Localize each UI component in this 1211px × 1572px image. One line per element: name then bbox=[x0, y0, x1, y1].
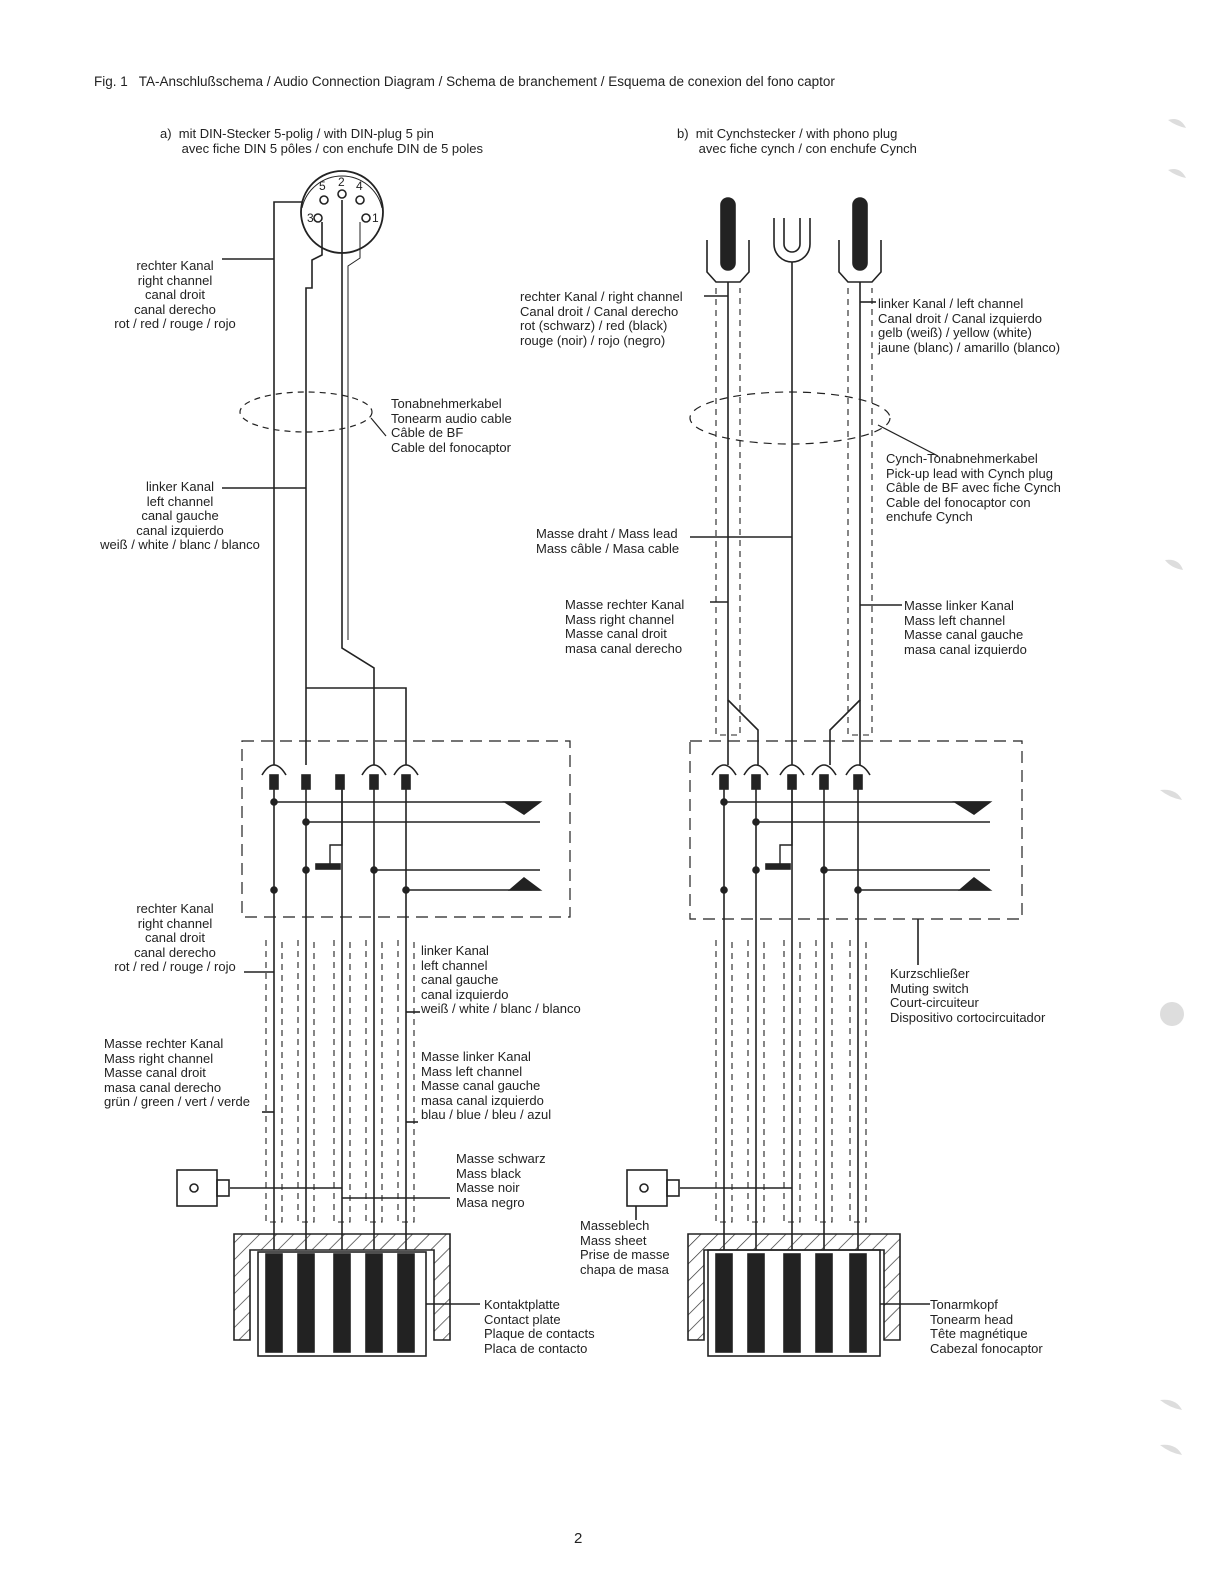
ground-fork-icon bbox=[773, 218, 811, 263]
phono-plug-icon-left bbox=[838, 197, 882, 283]
pin-4-label: 4 bbox=[356, 179, 363, 193]
a-right-channel-label: rechter Kanal right channel canal droit … bbox=[114, 258, 236, 331]
b-cynch-cable-label: Cynch-Tonabnehmerkabel Pick-up lead with… bbox=[886, 451, 1061, 524]
pin-5-label: 5 bbox=[319, 179, 326, 193]
pin-3-label: 3 bbox=[307, 211, 314, 225]
b-mass-sheet-label: Masseblech Mass sheet Prise de masse cha… bbox=[580, 1218, 670, 1277]
a-lower-right-channel-label: rechter Kanal right channel canal droit … bbox=[114, 901, 236, 974]
b-mass-lead-label: Masse draht / Mass lead Mass câble / Mas… bbox=[536, 526, 680, 556]
pin-1-label: 1 bbox=[372, 211, 379, 225]
tonearm-head-b bbox=[687, 1233, 901, 1357]
phono-plug-icon-right bbox=[706, 197, 750, 283]
panel-a-heading: a) mit DIN-Stecker 5-polig / with DIN-pl… bbox=[160, 126, 484, 156]
a-contact-plate-label: Kontaktplatte Contact plate Plaque de co… bbox=[484, 1297, 595, 1356]
contact-plate-a bbox=[233, 1233, 451, 1357]
figure-title: Fig. 1 TA-Anschlußschema / Audio Connect… bbox=[94, 74, 835, 89]
panel-b-heading: b) mit Cynchstecker / with phono plug av… bbox=[677, 126, 917, 156]
a-mass-right-label: Masse rechter Kanal Mass right channel M… bbox=[104, 1036, 250, 1109]
a-mass-left-label: Masse linker Kanal Mass left channel Mas… bbox=[421, 1049, 552, 1122]
a-tonearm-cable-label: Tonabnehmerkabel Tonearm audio cable Câb… bbox=[391, 396, 512, 455]
a-lower-left-channel-label: linker Kanal left channel canal gauche c… bbox=[421, 943, 581, 1016]
a-left-channel-label: linker Kanal left channel canal gauche c… bbox=[100, 479, 260, 552]
b-mass-right-label: Masse rechter Kanal Mass right channel M… bbox=[565, 597, 685, 656]
b-muting-switch-label: Kurzschließer Muting switch Court-circui… bbox=[890, 966, 1046, 1025]
b-tonearm-head-label: Tonarmkopf Tonearm head Tête magnétique … bbox=[930, 1297, 1043, 1356]
page-number: 2 bbox=[574, 1530, 583, 1547]
connector-row-b bbox=[711, 764, 871, 790]
b-mass-left-label: Masse linker Kanal Mass left channel Mas… bbox=[904, 598, 1027, 657]
b-left-channel-label: linker Kanal / left channel Canal droit … bbox=[878, 296, 1061, 355]
b-right-channel-label: rechter Kanal / right channel Canal droi… bbox=[520, 289, 683, 348]
connector-row-a bbox=[261, 764, 419, 790]
a-mass-black-label: Masse schwarz Mass black Masse noir Masa… bbox=[456, 1151, 546, 1210]
pin-2-label: 2 bbox=[338, 175, 345, 189]
